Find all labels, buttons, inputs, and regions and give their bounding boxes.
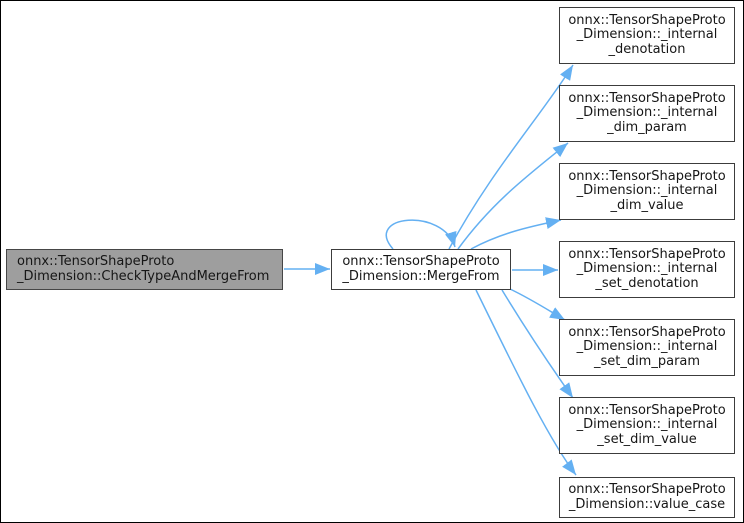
node-internal-set-denotation[interactable]: onnx::TensorShapeProto _Dimension::_inte… [559,241,735,298]
edge-mergefrom-to-value-case [475,289,577,476]
edge-mergefrom-to-internal-dim-value [470,217,562,250]
node-label-line: _Dimension::_internal [576,183,718,199]
node-value-case[interactable]: onnx::TensorShapeProto _Dimension::value… [559,477,735,518]
edge-mergefrom-to-internal-dim-param [457,142,569,250]
node-label-line: _set_dim_param [593,353,701,369]
node-label-line: _set_dim_value [597,431,697,447]
node-label-line: _Dimension::_internal [576,339,718,355]
node-label-line: _dim_param [607,119,687,135]
node-internal-dim-value[interactable]: onnx::TensorShapeProto _Dimension::_inte… [559,163,735,220]
node-label-line: onnx::TensorShapeProto [17,254,175,270]
node-internal-dim-param[interactable]: onnx::TensorShapeProto _Dimension::_inte… [559,85,735,142]
edge-mergefrom-to-internal-set-dim-param [509,288,566,321]
node-label-line: _Dimension::MergeFrom [342,268,500,284]
node-label-line: onnx::TensorShapeProto [568,246,726,262]
node-label-line: onnx::TensorShapeProto [568,324,726,340]
edge-mergefrom-to-internal-denotation [448,64,574,250]
node-label-line: _Dimension::_internal [576,261,718,277]
node-label-line: onnx::TensorShapeProto [568,168,726,184]
node-label-line: onnx::TensorShapeProto [568,90,726,106]
node-label-line: _Dimension::value_case [568,496,726,512]
node-label-line: _Dimension::_internal [576,27,718,43]
node-check-type-and-merge-from: onnx::TensorShapeProto _Dimension::Check… [6,249,283,290]
node-internal-set-dim-value[interactable]: onnx::TensorShapeProto _Dimension::_inte… [559,397,735,454]
edge-mergefrom-to-internal-set-dim-value [501,289,574,399]
node-label-line: _Dimension::CheckTypeAndMergeFrom [17,268,270,284]
node-label-line: onnx::TensorShapeProto [568,12,726,28]
node-label-line: _Dimension::_internal [576,417,718,433]
node-label-line: onnx::TensorShapeProto [568,402,726,418]
node-internal-set-dim-param[interactable]: onnx::TensorShapeProto _Dimension::_inte… [559,319,735,376]
node-label-line: onnx::TensorShapeProto [568,482,726,498]
node-label-line: _dim_value [610,197,684,213]
node-label-line: _Dimension::_internal [576,105,718,121]
node-label-line: _set_denotation [595,275,699,291]
edge-mergefrom-self-loop [385,219,457,250]
node-label-line: _denotation [608,41,686,57]
node-internal-denotation[interactable]: onnx::TensorShapeProto _Dimension::_inte… [559,7,735,64]
node-merge-from[interactable]: onnx::TensorShapeProto _Dimension::Merge… [331,249,511,290]
node-label-line: onnx::TensorShapeProto [342,254,500,270]
